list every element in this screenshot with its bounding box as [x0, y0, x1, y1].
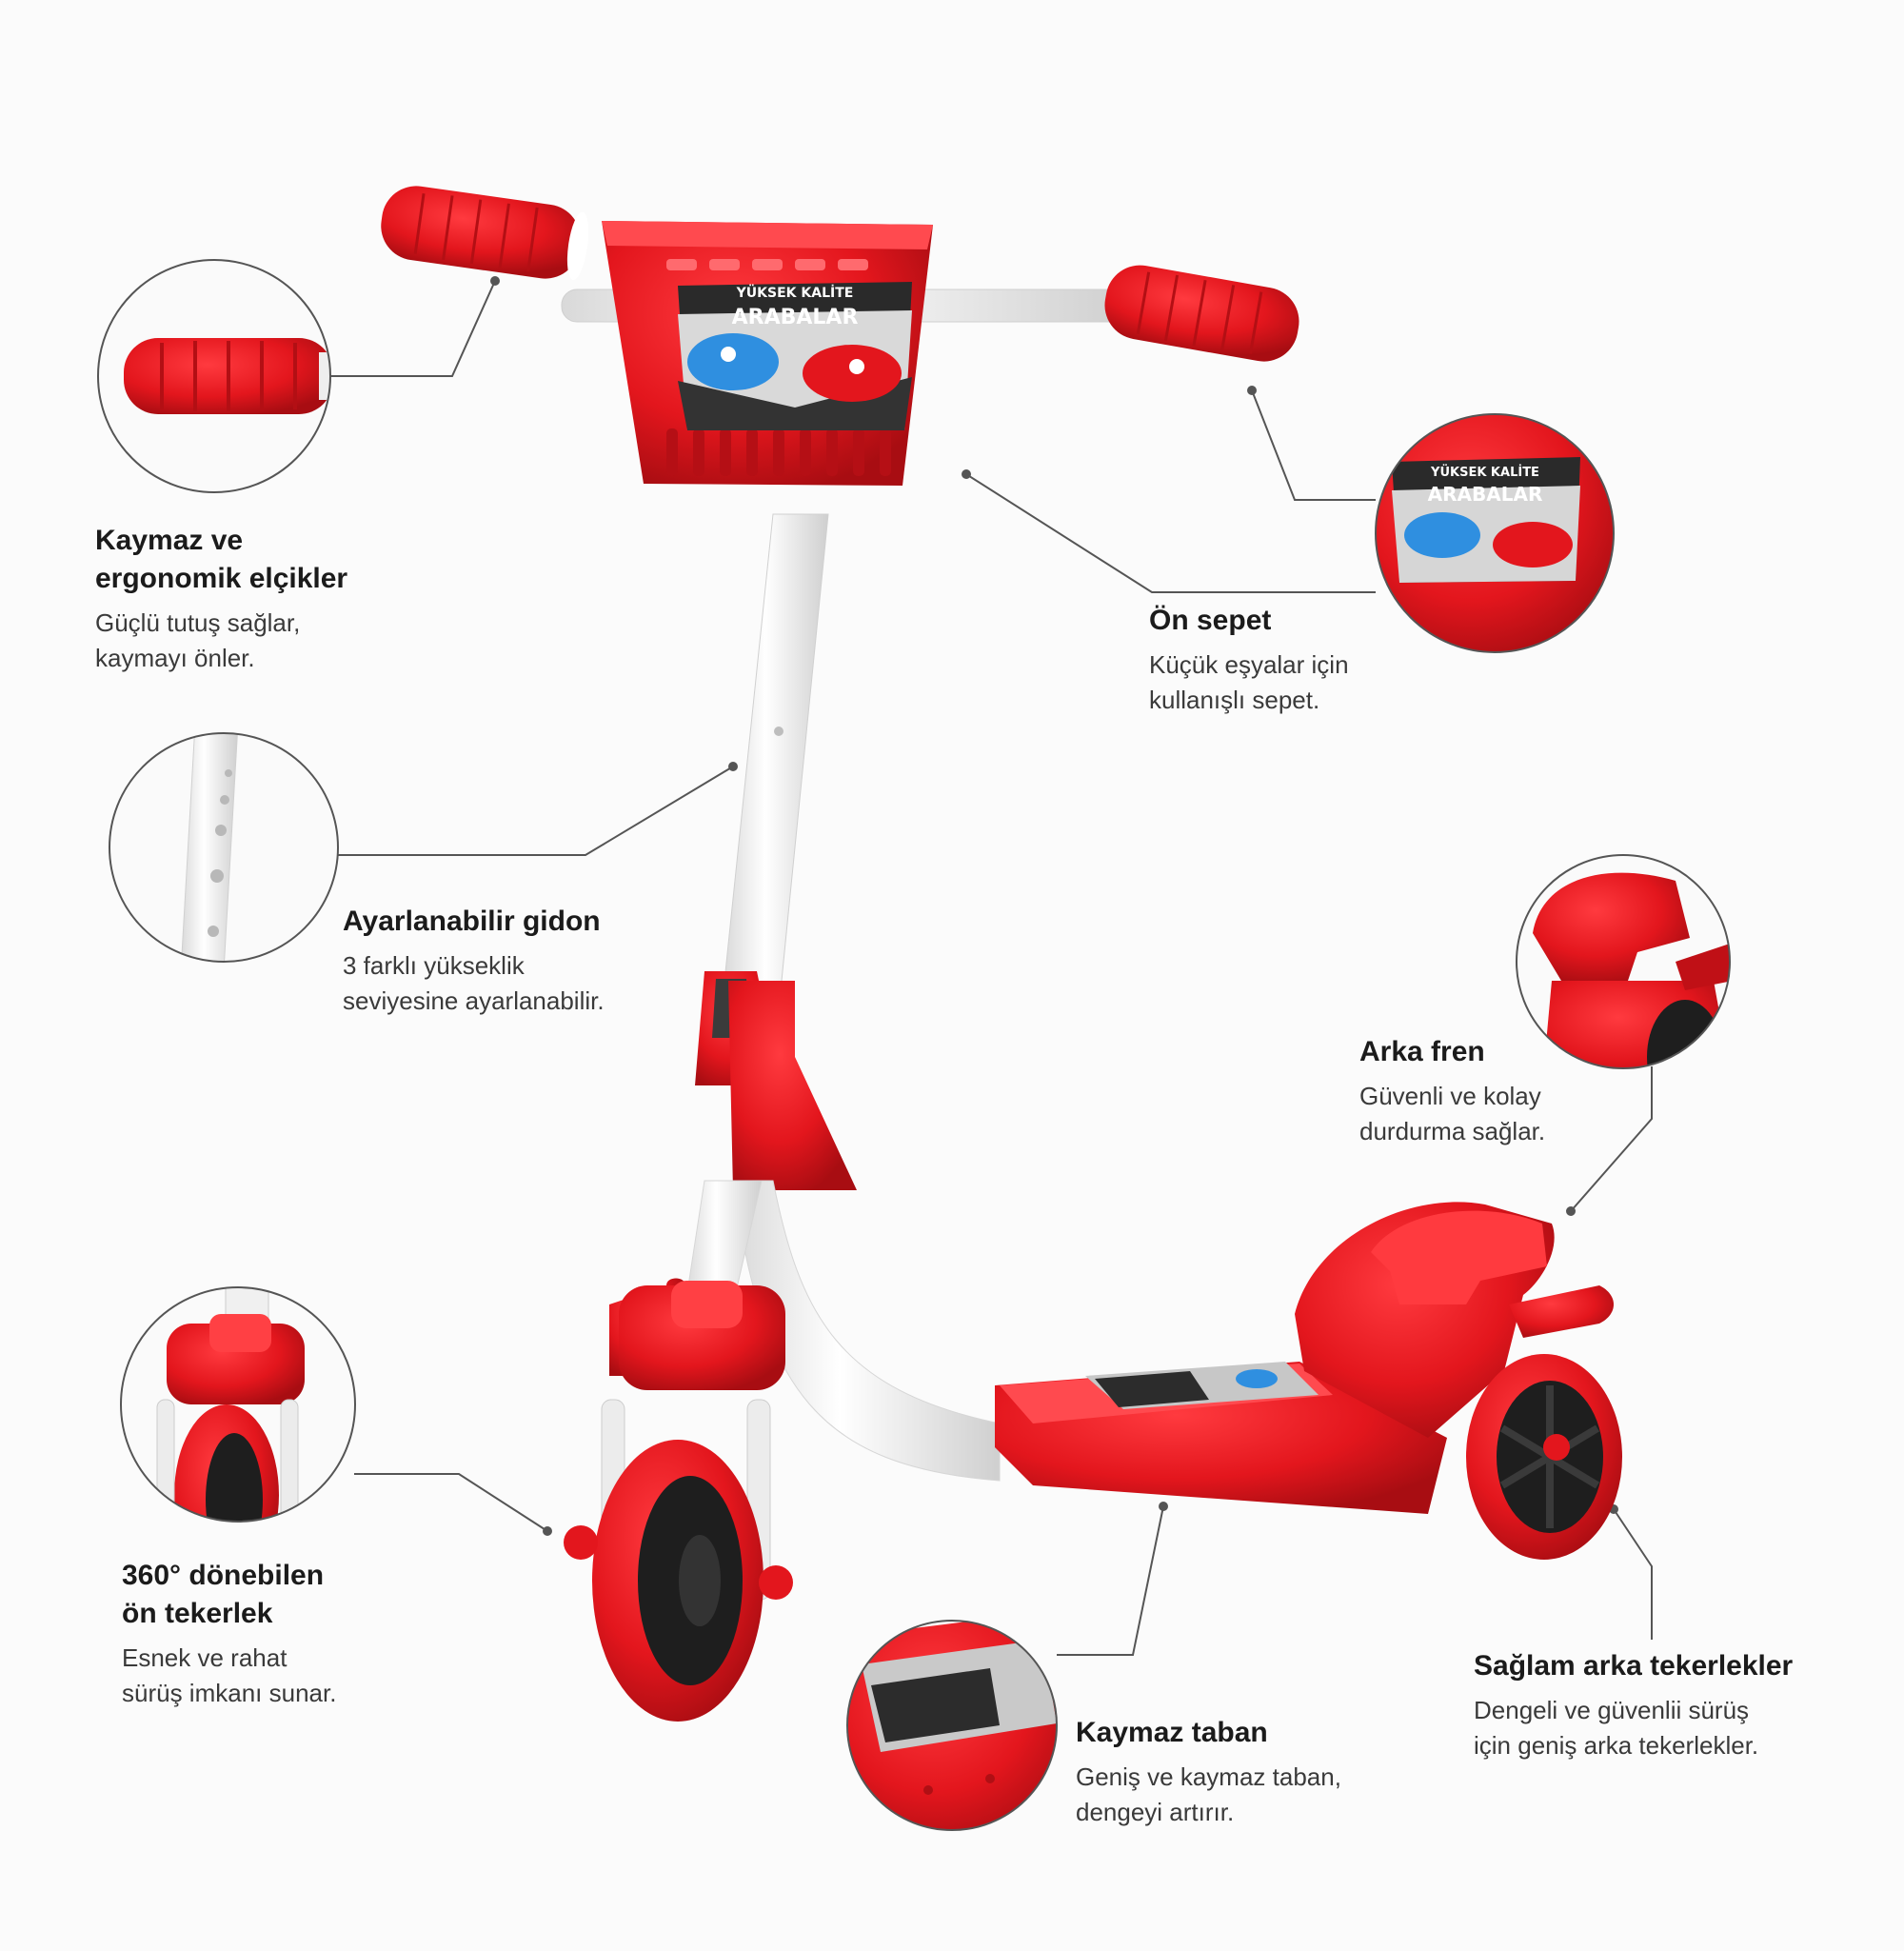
rear-fender — [1295, 1202, 1614, 1438]
leader-grips — [328, 280, 496, 377]
scooter-main: YÜKSEK KALİTE ARABALAR — [381, 186, 1622, 1722]
sticker-line1: YÜKSEK KALİTE — [736, 284, 854, 301]
front-fork — [601, 1278, 785, 1601]
feature-handlebar-desc: 3 farklı yükseklik seviyesine ayarlanabi… — [343, 951, 605, 1015]
zoom-front-wheel — [120, 1286, 356, 1523]
leader-dot-handlebar — [728, 762, 738, 771]
zoom-sticker-line1: YÜKSEK KALİTE — [1430, 465, 1539, 480]
feature-rearwheels-title: Sağlam arka tekerlekler — [1474, 1650, 1794, 1682]
red-car — [803, 345, 902, 402]
leader-basket — [965, 473, 1376, 593]
feature-front-wheel: 360° dönebilen ön tekerlek Esnek ve raha… — [122, 1557, 560, 1711]
feature-deck-title: Kaymaz taban — [1076, 1717, 1268, 1748]
leader-basket-grip — [1251, 389, 1376, 501]
leader-dot-front — [543, 1526, 552, 1536]
leader-deck — [1057, 1505, 1164, 1656]
feature-handlebar: Ayarlanabilir gidon 3 farklı yükseklik s… — [343, 903, 781, 1019]
zoom-sticker-line2: ARABALAR — [1428, 483, 1543, 506]
right-grip — [1104, 265, 1299, 362]
leader-rear — [1613, 1508, 1653, 1640]
feature-frontwheel-title: 360° dönebilen ön tekerlek — [122, 1560, 325, 1629]
feature-deck-desc: Geniş ve kaymaz taban, dengeyi artırır. — [1076, 1762, 1341, 1826]
feature-rearwheels-desc: Dengeli ve güvenlii sürüş için geniş ark… — [1474, 1696, 1759, 1760]
zoom-pole — [109, 732, 339, 963]
leader-front — [354, 1473, 548, 1532]
sticker-line2: ARABALAR — [732, 306, 859, 329]
feature-grips-title: Kaymaz ve ergonomik elçikler — [95, 525, 348, 594]
feature-handlebar-title: Ayarlanabilir gidon — [343, 906, 601, 937]
zoom-basket: YÜKSEK KALİTE ARABALAR — [1375, 413, 1615, 653]
leader-dot-brake — [1566, 1206, 1576, 1216]
feature-rear-wheels: Sağlam arka tekerlekler Dengeli ve güven… — [1474, 1647, 1893, 1763]
feature-frontwheel-desc: Esnek ve rahat sürüş imkanı sunar. — [122, 1643, 337, 1707]
feature-brake-desc: Güvenli ve kolay durdurma sağlar. — [1359, 1082, 1546, 1145]
blue-car — [687, 333, 779, 390]
deck — [995, 1362, 1447, 1514]
feature-deck: Kaymaz taban Geniş ve kaymaz taban, deng… — [1076, 1714, 1514, 1830]
zoom-deck — [846, 1620, 1058, 1831]
feature-grips-desc: Güçlü tutuş sağlar, kaymayı önler. — [95, 608, 301, 672]
rear-wheel — [1466, 1354, 1622, 1560]
leader-dot-basket — [962, 469, 971, 479]
rear-brake-pedal — [1371, 1210, 1547, 1304]
feature-grips: Kaymaz ve ergonomik elçikler Güçlü tutuş… — [95, 522, 533, 676]
leader-brake — [1570, 1066, 1653, 1212]
leader-dot-grips — [490, 276, 500, 286]
front-basket: YÜKSEK KALİTE ARABALAR — [602, 221, 933, 486]
leader-handlebar — [338, 766, 734, 856]
basket-sticker: YÜKSEK KALİTE ARABALAR — [678, 282, 912, 430]
feature-basket-desc: Küçük eşyalar için kullanışlı sepet. — [1149, 650, 1349, 714]
feature-basket-title: Ön sepet — [1149, 605, 1272, 636]
head-tube-guard — [728, 981, 857, 1190]
feature-basket: Ön sepet Küçük eşyalar için kullanışlı s… — [1149, 602, 1587, 718]
leader-lines — [328, 276, 1653, 1656]
leader-dot-basket-grip — [1247, 386, 1257, 395]
zoom-grip — [97, 259, 331, 493]
feature-brake-title: Arka fren — [1359, 1036, 1485, 1067]
left-grip — [381, 186, 589, 281]
feature-brake: Arka fren Güvenli ve kolay durdurma sağl… — [1359, 1033, 1797, 1149]
leader-dot-deck — [1159, 1502, 1168, 1511]
front-wheel — [564, 1440, 793, 1722]
